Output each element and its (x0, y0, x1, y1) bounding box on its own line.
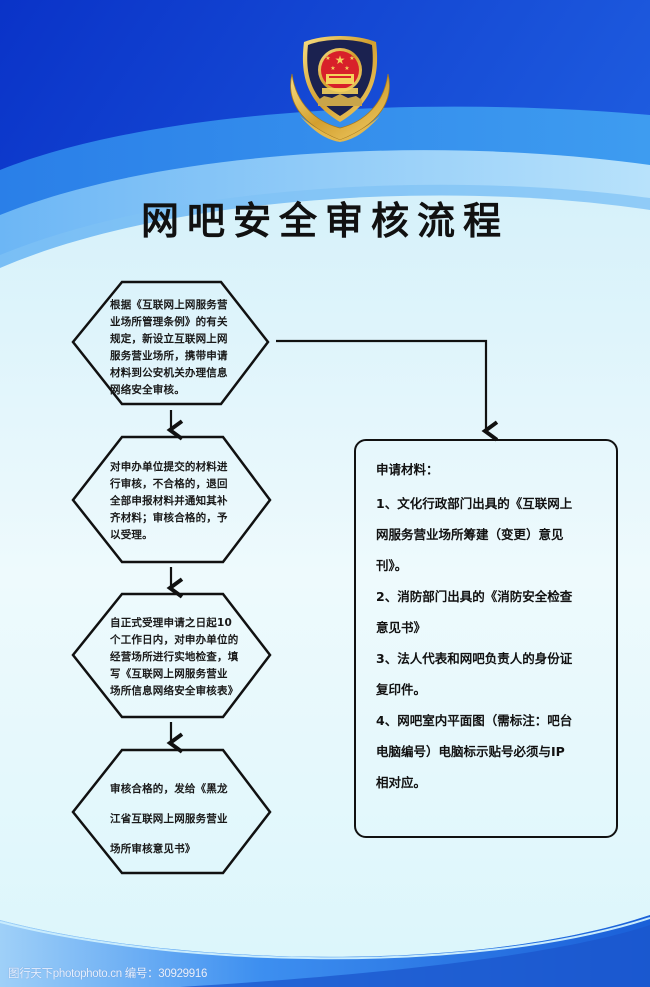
svg-text:★: ★ (325, 55, 330, 62)
svg-text:★: ★ (344, 65, 349, 72)
hexagon-step-4 (71, 748, 272, 875)
requirements-line: 刊》。 (376, 558, 408, 573)
step-1-line: 网络安全审核。 (110, 384, 185, 396)
step-3-line: 自正式受理申请之日起10 (110, 617, 233, 629)
requirements-line: 3、法人代表和网吧负责人的身份证 (376, 651, 573, 666)
requirements-line: 网服务营业场所筹建（变更）意见 (376, 527, 564, 542)
watermark: 图行天下photophoto.cn 编号：30929916 (8, 968, 208, 980)
step-4-line: 江省互联网上网服务营业 (110, 813, 228, 825)
step-3-line: 场所信息网络安全审核表》 (110, 685, 239, 697)
requirements-line: 电脑编号）电脑标示贴号必须与IP (376, 744, 565, 759)
step-2-line: 行审核，不合格的，退回 (110, 478, 228, 490)
step-2-text: 对申办单位提交的材料进 行审核，不合格的，退回 全部申报材料并通知其补 齐材料；… (110, 459, 240, 544)
requirements-line: 相对应。 (376, 775, 427, 790)
step-1-line: 根据《互联网上网服务营 (110, 299, 228, 311)
step-1-line: 服务营业场所，携带申请 (110, 350, 228, 362)
requirements-box: 申请材料： 1、文化行政部门出具的《互联网上 网服务营业场所筹建（变更）意见 刊… (354, 439, 618, 838)
hexagon-step-3 (71, 592, 272, 719)
step-1-text: 根据《互联网上网服务营 业场所管理条例》的有关 规定，新设立互联网上网 服务营业… (110, 297, 240, 399)
step-3-line: 经营场所进行实地检查，填 (110, 651, 239, 663)
step-4-line: 场所审核意见书》 (110, 843, 196, 855)
hexagon-step-1 (71, 280, 270, 406)
police-emblem-icon: ★ ★ ★ ★ ★ (290, 36, 390, 142)
step-3-line: 写《互联网上网服务营业 (110, 668, 228, 680)
requirements-line: 1、文化行政部门出具的《互联网上 (376, 496, 573, 511)
svg-text:★: ★ (335, 53, 346, 67)
step-2-line: 以受理。 (110, 529, 153, 541)
step-2-line: 齐材料；审核合格的，予 (110, 512, 228, 524)
step-4-text: 审核合格的，发给《黑龙 江省互联网上网服务营业 场所审核意见书》 (110, 774, 240, 864)
requirements-title: 申请材料： (376, 462, 439, 477)
step-2-line: 全部申报材料并通知其补 (110, 495, 228, 507)
step-1-line: 规定，新设立互联网上网 (110, 333, 228, 345)
requirements-line: 2、消防部门出具的《消防安全检查 (376, 589, 573, 604)
step-4-line: 审核合格的，发给《黑龙 (110, 783, 228, 795)
svg-text:★: ★ (349, 55, 354, 62)
svg-text:★: ★ (330, 65, 335, 72)
step-3-text: 自正式受理申请之日起10 个工作日内，对申办单位的 经营场所进行实地检查，填 写… (110, 615, 250, 700)
requirements-line: 复印件。 (376, 682, 427, 697)
page-title: 网吧安全审核流程 (140, 199, 509, 243)
arrow-to-requirements (276, 339, 486, 431)
step-1-line: 材料到公安机关办理信息 (110, 367, 228, 379)
step-3-line: 个工作日内，对申办单位的 (110, 634, 239, 646)
requirements-line: 4、网吧室内平面图（需标注：吧台 (376, 713, 573, 728)
step-1-line: 业场所管理条例》的有关 (110, 316, 228, 328)
requirements-line: 意见书》 (376, 620, 427, 635)
hexagon-step-2 (71, 435, 272, 564)
step-2-line: 对申办单位提交的材料进 (110, 461, 228, 473)
